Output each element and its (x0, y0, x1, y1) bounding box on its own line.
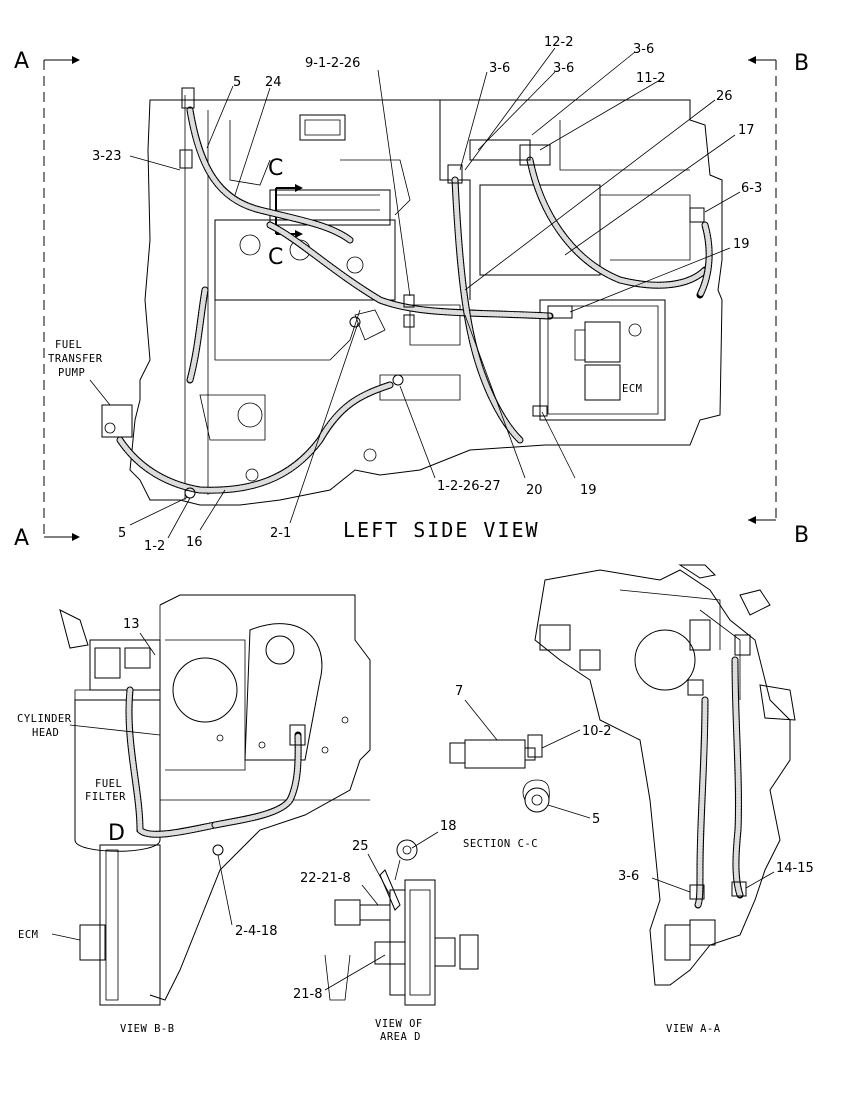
callout-19-a: 19 (733, 237, 750, 252)
label-ecm: ECM (622, 383, 642, 395)
callout-9-1-2-26: 9-1-2-26 (305, 56, 360, 71)
section-marker-b-top: B (748, 51, 809, 76)
caption-view-of: VIEW OF (375, 1018, 423, 1030)
label-cylinder-head-1: CYLINDER (17, 713, 72, 725)
callout-5-bottom: 5 (118, 526, 126, 541)
callout-3-6-b: 3-6 (553, 61, 574, 76)
section-letter-a-top: A (14, 49, 29, 74)
section-letter-c-top: C (268, 156, 283, 181)
callout-7: 7 (455, 684, 463, 699)
callout-5-section-cc: 5 (592, 812, 600, 827)
callout-17: 17 (738, 123, 755, 138)
fuel-transfer-pump (101, 404, 133, 438)
callout-21-8: 21-8 (293, 987, 323, 1002)
callout-3-6-view-aa: 3-6 (618, 869, 639, 884)
callout-2-4-18: 2-4-18 (235, 924, 277, 939)
callout-13: 13 (123, 617, 140, 632)
label-cylinder-head-2: HEAD (32, 727, 59, 739)
callout-16: 16 (186, 535, 203, 550)
label-ecm-view-bb: ECM (18, 929, 38, 941)
section-c-c: 7 10-2 5 SECTION C-C (449, 684, 612, 850)
section-letter-b-top: B (794, 51, 809, 76)
view-b-b: 13 CYLINDER HEAD FUEL FILTER D ECM 2-4-1… (17, 594, 371, 1035)
caption-view-a-a: VIEW A-A (666, 1023, 721, 1035)
section-letter-b-bottom: B (794, 523, 809, 548)
ecm-module: ECM (539, 299, 666, 421)
callout-2-1: 2-1 (270, 526, 291, 541)
callout-19-b: 19 (580, 483, 597, 498)
view-a-a: 3-6 14-15 VIEW A-A (534, 564, 814, 1035)
callout-26: 26 (716, 89, 733, 104)
callout-12-2: 12-2 (544, 35, 574, 50)
callout-10-2: 10-2 (582, 724, 612, 739)
section-c-indicator: C C (268, 156, 303, 270)
callout-24: 24 (265, 75, 282, 90)
label-fuel-transfer-pump-2: TRANSFER (48, 353, 103, 365)
caption-left-side-view: LEFT SIDE VIEW (343, 518, 540, 542)
callout-11-2: 11-2 (636, 71, 666, 86)
callout-3-6-a: 3-6 (489, 61, 510, 76)
section-marker-a-top: A (14, 49, 80, 74)
callout-18: 18 (440, 819, 457, 834)
label-fuel-transfer-pump-1: FUEL (55, 339, 82, 351)
section-marker-a-bottom: A (14, 526, 80, 551)
section-marker-b-bottom: B (748, 516, 809, 548)
callout-6-3: 6-3 (741, 181, 762, 196)
callout-25: 25 (352, 839, 369, 854)
caption-section-c-c: SECTION C-C (463, 838, 538, 850)
callout-3-6-c: 3-6 (633, 42, 654, 57)
callout-1-2: 1-2 (144, 539, 165, 554)
callout-22-21-8: 22-21-8 (300, 871, 351, 886)
callout-5-top: 5 (233, 75, 241, 90)
caption-area-d: AREA D (380, 1031, 421, 1043)
callout-14-15: 14-15 (776, 861, 814, 876)
label-fuel-transfer-pump-3: PUMP (58, 367, 85, 379)
section-letter-a-bottom: A (14, 526, 29, 551)
caption-view-b-b: VIEW B-B (120, 1023, 175, 1035)
callout-1-2-26-27: 1-2-26-27 (437, 479, 501, 494)
left-side-view-engine: ECM C C (48, 35, 762, 554)
label-fuel-filter-1: FUEL (95, 778, 122, 790)
area-d-letter: D (108, 821, 125, 846)
callout-20: 20 (526, 483, 543, 498)
callout-3-23: 3-23 (92, 149, 122, 164)
view-of-area-d: 18 25 22-21-8 21-8 VIEW OF AREA D (293, 819, 479, 1043)
section-letter-c-bottom: C (268, 245, 283, 270)
label-fuel-filter-2: FILTER (85, 791, 126, 803)
